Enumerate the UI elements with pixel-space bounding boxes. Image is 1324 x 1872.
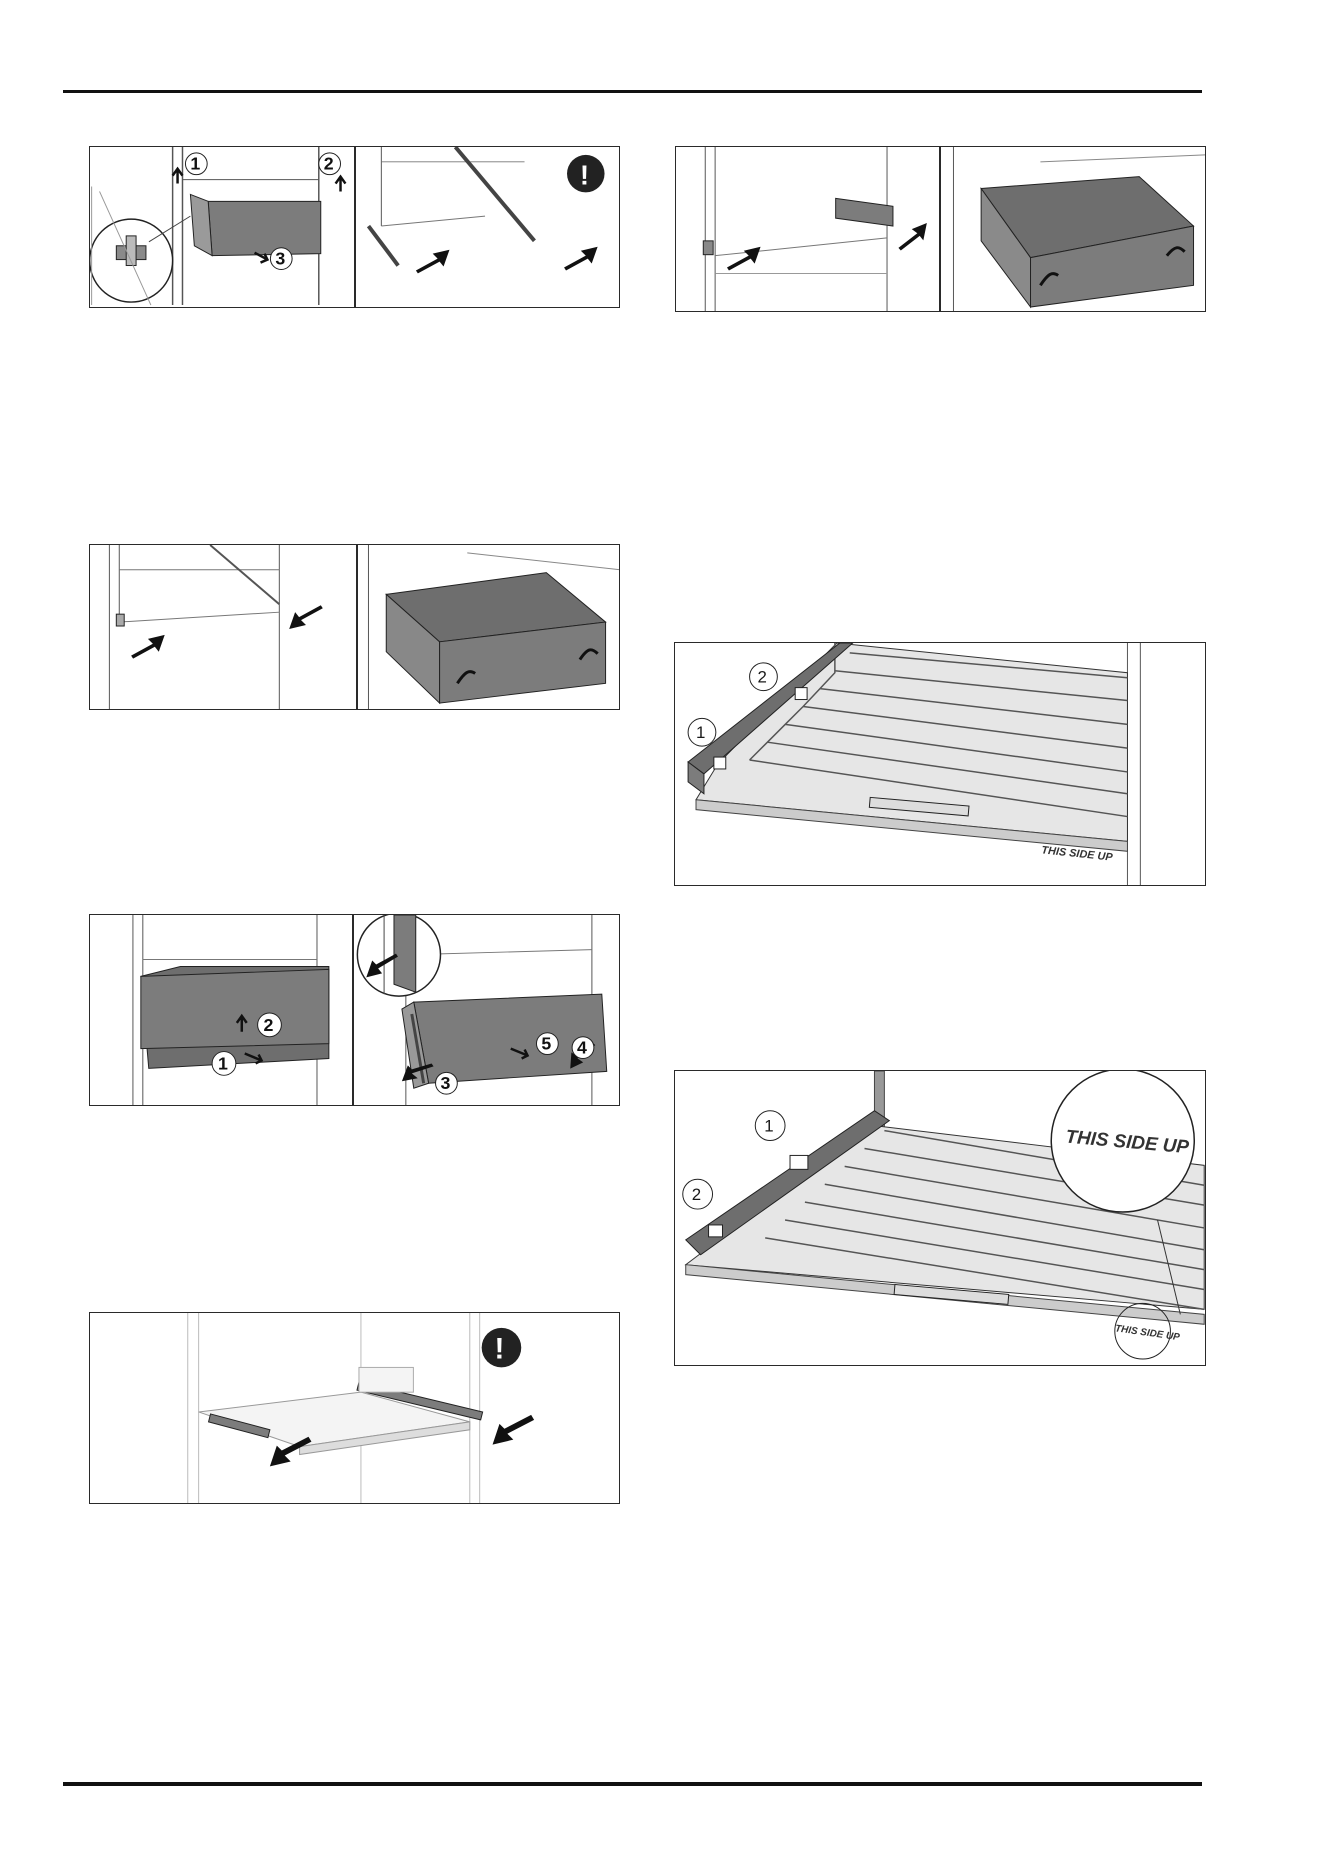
callout-1: 1 [190, 154, 200, 174]
figure-rail-shelf: ! [89, 1312, 620, 1504]
figure-fit-drawer-rails [675, 146, 1206, 312]
panel-rail-mount [676, 147, 939, 311]
header-rule [63, 90, 1202, 93]
this-side-up-marking: THIS SIDE UP [1114, 1323, 1180, 1343]
callout-2: 2 [324, 154, 334, 174]
figure-remove-drawer: 1 2 3 ! [89, 146, 620, 308]
callout-4: 4 [577, 1038, 587, 1058]
callout-2: 2 [264, 1015, 274, 1035]
callout-2: 2 [692, 1185, 701, 1204]
figure-insert-drawer [89, 544, 620, 710]
footer-rule [63, 1782, 1202, 1786]
callout-1: 1 [696, 723, 705, 742]
figure-remove-drawer-lift: 2 1 3 5 4 [89, 914, 620, 1106]
callout-2: 2 [758, 668, 767, 687]
exclamation-icon: ! [580, 160, 589, 191]
callout-3: 3 [275, 249, 285, 269]
callout-1: 1 [218, 1053, 228, 1073]
panel-unhook: 1 2 3 [90, 147, 354, 307]
figure-shelf-tilt: 2 1 THIS SIDE UP [674, 642, 1206, 886]
panel-rails: ! [355, 147, 620, 307]
panel-lift-drawer: 2 1 [90, 915, 352, 1105]
callout-5: 5 [541, 1034, 551, 1054]
callout-3: 3 [440, 1073, 450, 1093]
exclamation-icon: ! [495, 1333, 505, 1366]
panel-empty-rails [90, 545, 356, 709]
panel-drawer-placed [940, 147, 1206, 311]
callout-1: 1 [764, 1117, 773, 1136]
panel-unhook-rails: 3 5 4 [353, 915, 620, 1105]
figure-shelf-flat: 1 2 THIS SIDE UP THIS SIDE UP [674, 1070, 1206, 1366]
panel-drawer-inserted [357, 545, 620, 709]
